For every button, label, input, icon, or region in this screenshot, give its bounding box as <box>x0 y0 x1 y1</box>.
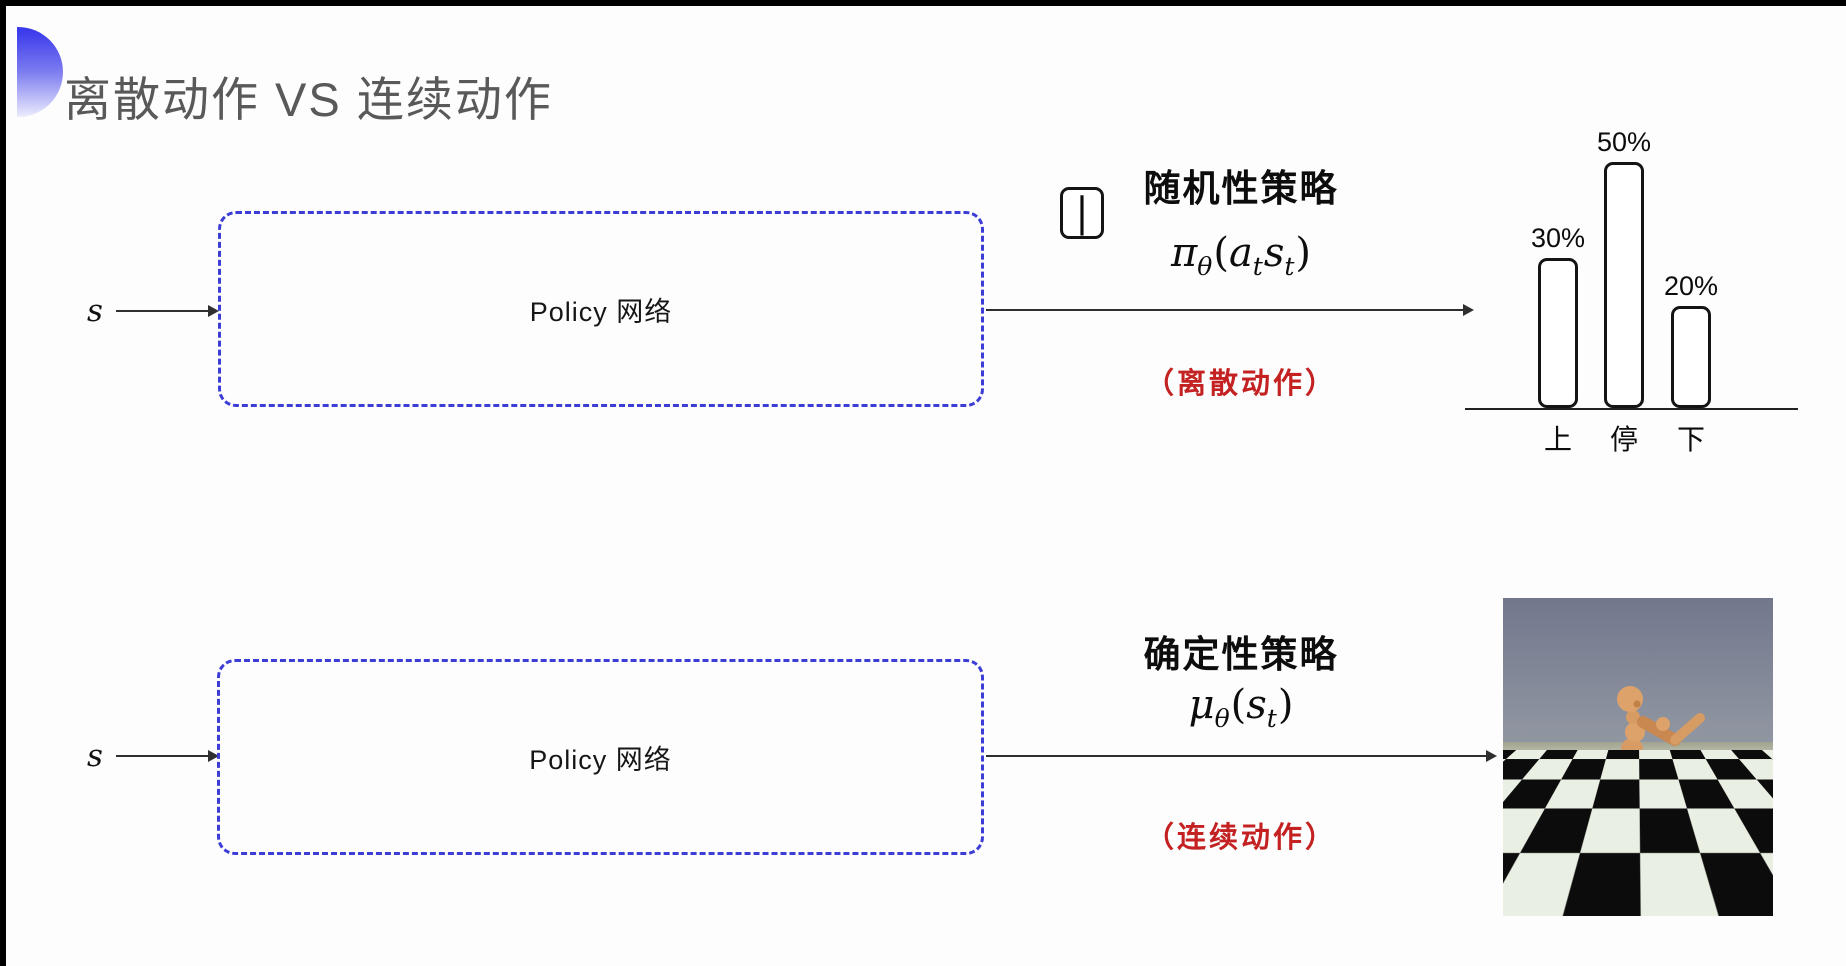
robot-arm <box>1637 713 1705 746</box>
chart-baseline <box>1465 408 1798 410</box>
screen-frame-left <box>0 0 6 966</box>
bar-up <box>1538 258 1578 408</box>
humanoid-figure <box>1576 686 1705 867</box>
chart-bar-group-down: 20% 下 <box>1664 100 1718 455</box>
formula-pi-symbol: π <box>1170 230 1198 276</box>
action-probability-chart: 30% 上 50% 停 20% 下 <box>1455 100 1805 455</box>
formula-conditional-bar: | <box>1060 187 1104 239</box>
page-title: 离散动作 VS 连续动作 <box>64 73 553 127</box>
formula-theta-subscript: θ <box>1197 252 1213 281</box>
bar-value-label: 20% <box>1663 271 1719 301</box>
bar-category-label: 上 <box>1543 424 1572 455</box>
formula-action-subscript: t <box>1252 252 1263 281</box>
input-arrow-row2 <box>116 750 219 762</box>
output-arrow-row1 <box>986 304 1474 316</box>
formula-mu-symbol: μ <box>1188 682 1215 728</box>
output-arrow-row2 <box>986 750 1497 762</box>
stochastic-policy-title: 随机性策略 <box>1143 168 1339 209</box>
title-sphere-decoration <box>17 27 63 118</box>
formula-state-subscript: t <box>1266 704 1277 733</box>
formula-theta-subscript: θ <box>1214 704 1230 733</box>
formula-open-paren: ( <box>1230 682 1247 728</box>
bar-value-label: 50% <box>1596 127 1652 157</box>
screen-frame-top <box>0 0 1846 6</box>
policy-network-label-row2: Policy 网络 <box>529 744 672 775</box>
input-arrow-row1 <box>116 305 219 317</box>
humanoid-robot-image <box>1503 598 1773 916</box>
policy-network-label-row1: Policy 网络 <box>529 296 673 327</box>
bar-down <box>1671 306 1711 408</box>
policy-network-box-row1: Policy 网络 <box>218 211 984 407</box>
formula-state-var: s <box>1246 682 1267 728</box>
deterministic-policy-title: 确定性策略 <box>1143 634 1339 675</box>
formula-close-paren: ) <box>1295 230 1312 276</box>
continuous-action-note: （连续动作） <box>1144 822 1337 854</box>
formula-state-var: s <box>1263 230 1285 276</box>
formula-state-subscript: t <box>1284 252 1295 281</box>
chart-bar-group-stop: 50% 停 <box>1597 100 1651 455</box>
formula-open-paren: ( <box>1213 230 1229 276</box>
bar-category-label: 停 <box>1609 424 1638 455</box>
discrete-action-note: （离散动作） <box>1144 368 1337 400</box>
formula-action-var: a <box>1228 230 1253 276</box>
robot-head <box>1617 686 1643 712</box>
bar-stop <box>1604 162 1644 408</box>
stochastic-policy-formula: πθ(at|st) <box>1060 187 1422 281</box>
state-input-label-row1: s <box>87 293 103 329</box>
bar-category-label: 下 <box>1676 424 1705 455</box>
formula-close-paren: ) <box>1277 682 1294 728</box>
deterministic-policy-formula: μθ(st) <box>1060 682 1422 733</box>
state-input-label-row2: s <box>87 738 103 774</box>
policy-network-box-row2: Policy 网络 <box>217 659 984 855</box>
chart-bar-group-up: 30% 上 <box>1531 100 1585 455</box>
bar-value-label: 30% <box>1530 223 1586 253</box>
sphere-gradient-icon <box>17 27 63 117</box>
